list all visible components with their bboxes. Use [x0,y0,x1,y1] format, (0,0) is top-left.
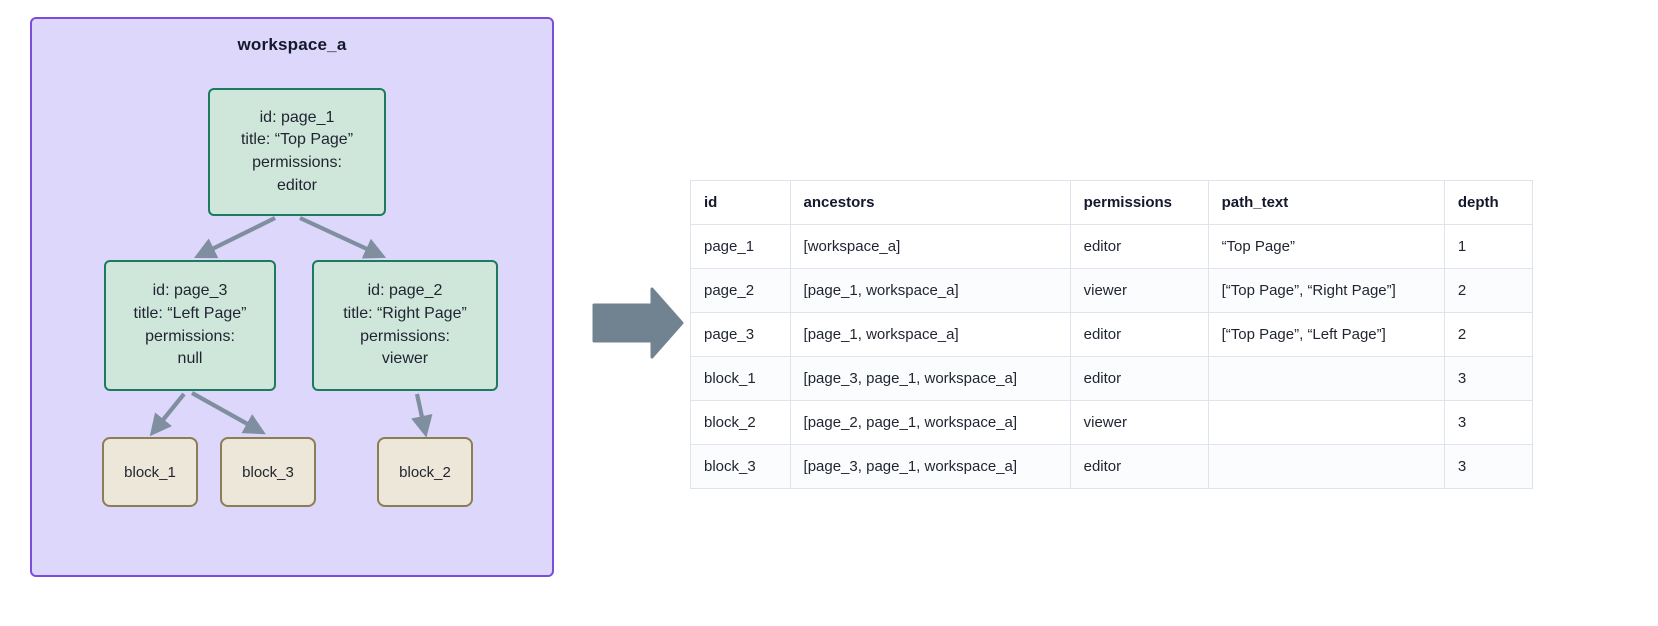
column-header-path-text[interactable]: path_text [1207,180,1445,225]
edge-page1-page2 [299,216,387,259]
node-page-2[interactable]: id: page_2 title: “Right Page” permissio… [312,260,498,391]
cell-permissions: editor [1069,356,1209,401]
cell-id: block_2 [690,400,791,445]
workspace-title: workspace_a [237,35,347,54]
node-page-3-perm-label: permissions: [145,327,235,345]
cell-path-text: [“Top Page”, “Left Page”] [1207,312,1445,357]
node-block-2[interactable]: block_2 [377,437,473,507]
node-page-1-perm-value: editor [276,176,318,194]
node-block-1[interactable]: block_1 [102,437,198,507]
node-page-1[interactable]: id: page_1 title: “Top Page” permissions… [208,88,386,216]
cell-ancestors: [page_2, page_1, workspace_a] [789,400,1071,445]
cell-ancestors: [workspace_a] [789,224,1071,269]
column-header-id[interactable]: id [690,180,791,225]
result-table: id ancestors permissions path_text depth… [690,180,1534,489]
edge-page1-page3 [193,216,276,259]
node-block-1-label: block_1 [124,463,176,481]
column-header-ancestors[interactable]: ancestors [789,180,1071,225]
cell-depth: 3 [1443,444,1534,489]
table-row[interactable]: block_1 [page_3, page_1, workspace_a] ed… [690,356,1534,401]
edge-page3-block1 [149,392,186,437]
node-page-2-perm-value: viewer [381,350,429,368]
table-row[interactable]: block_2 [page_2, page_1, workspace_a] vi… [690,400,1534,445]
table-row[interactable]: page_2 [page_1, workspace_a] viewer [“To… [690,268,1534,313]
table-row[interactable]: page_3 [page_1, workspace_a] editor [“To… [690,312,1534,357]
node-block-3-label: block_3 [242,463,294,481]
table-row[interactable]: page_1 [workspace_a] editor “Top Page” 1 [690,224,1534,269]
cell-id: block_3 [690,444,791,489]
cell-depth: 2 [1443,312,1534,357]
edge-page2-block2 [411,393,433,438]
node-page-2-title: title: “Right Page” [343,304,467,322]
cell-ancestors: [page_1, workspace_a] [789,312,1071,357]
node-page-3-perm-value: null [177,350,203,368]
cell-path-text [1207,356,1445,401]
workspace-container: workspace_a id: page_1 title: “Top Page”… [30,17,554,577]
cell-id: page_1 [690,224,791,269]
node-block-2-label: block_2 [399,463,451,481]
cell-ancestors: [page_3, page_1, workspace_a] [789,444,1071,489]
table-header-row: id ancestors permissions path_text depth [690,180,1534,225]
cell-permissions: editor [1069,444,1209,489]
column-header-permissions[interactable]: permissions [1069,180,1209,225]
cell-permissions: editor [1069,312,1209,357]
node-page-3[interactable]: id: page_3 title: “Left Page” permission… [104,260,276,391]
cell-id: page_3 [690,312,791,357]
cell-path-text [1207,400,1445,445]
cell-depth: 2 [1443,268,1534,313]
cell-permissions: viewer [1069,400,1209,445]
node-page-3-title: title: “Left Page” [133,304,247,322]
cell-id: block_1 [690,356,791,401]
edge-page3-block3 [190,391,266,435]
result-table-wrapper: id ancestors permissions path_text depth… [690,180,1534,489]
cell-depth: 3 [1443,400,1534,445]
column-header-depth[interactable]: depth [1443,180,1534,225]
cell-id: page_2 [690,268,791,313]
node-page-1-title: title: “Top Page” [240,131,354,149]
cell-ancestors: [page_1, workspace_a] [789,268,1071,313]
cell-ancestors: [page_3, page_1, workspace_a] [789,356,1071,401]
cell-depth: 1 [1443,224,1534,269]
node-page-1-perm-label: permissions: [252,154,342,171]
node-block-3[interactable]: block_3 [220,437,316,507]
right-arrow-icon [592,287,684,359]
table-row[interactable]: block_3 [page_3, page_1, workspace_a] ed… [690,444,1534,489]
cell-depth: 3 [1443,356,1534,401]
node-page-2-perm-label: permissions: [360,327,450,345]
cell-path-text: “Top Page” [1207,224,1445,269]
node-page-2-id: id: page_2 [367,282,443,300]
cell-permissions: viewer [1069,268,1209,313]
node-page-3-id: id: page_3 [152,282,228,300]
node-page-1-id: id: page_1 [259,108,335,126]
cell-path-text [1207,444,1445,489]
cell-path-text: [“Top Page”, “Right Page”] [1207,268,1445,313]
cell-permissions: editor [1069,224,1209,269]
